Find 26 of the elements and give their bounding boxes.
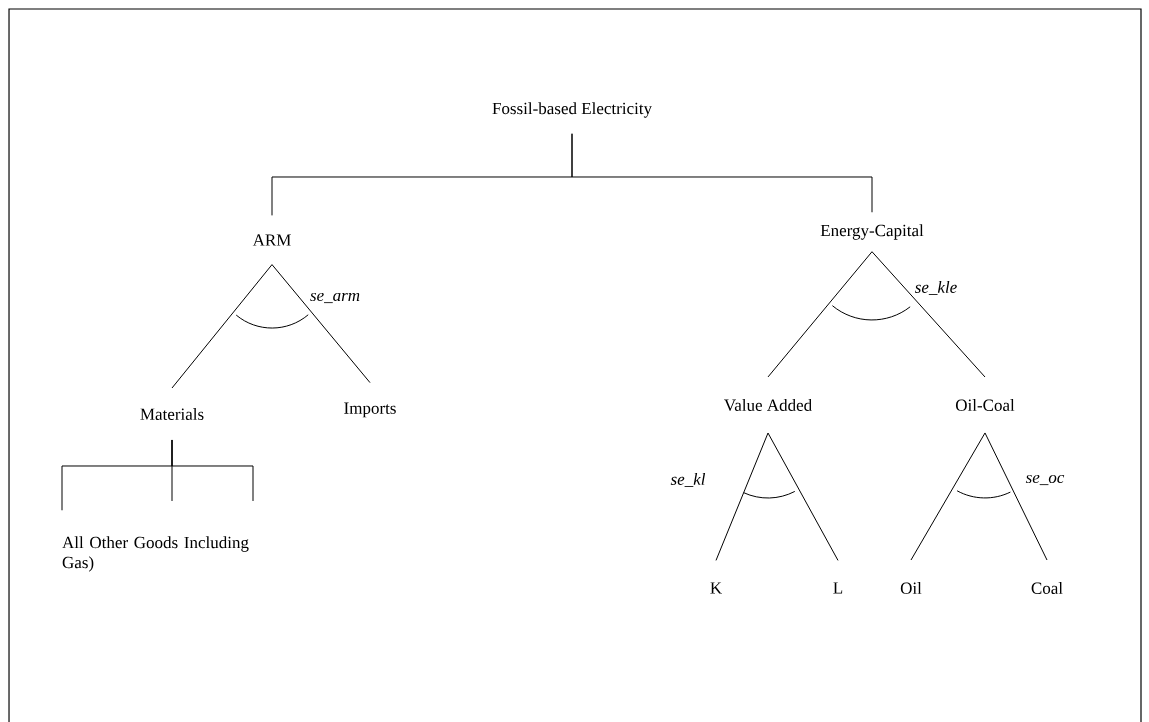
elasticity-label: se_kl (670, 473, 706, 487)
connector-line (571, 133, 873, 213)
elasticity-label: se_arm (310, 292, 360, 304)
connector-line (715, 432, 769, 561)
connector-line (767, 432, 839, 561)
connector-line (171, 264, 273, 389)
node-label: Value Added (724, 398, 812, 411)
node-label: Oil (900, 582, 922, 594)
node-label: Materials (140, 408, 204, 420)
elasticity-label: se_oc (1025, 474, 1065, 486)
node-label: Fossil-based Electricity (492, 102, 652, 118)
node-label: Oil-Coal (955, 399, 1015, 411)
node-label: Energy-Capital (820, 224, 924, 240)
connector-line (271, 264, 371, 384)
connector-line (767, 251, 873, 378)
node-label: L (833, 582, 843, 594)
elasticity-label: se_kle (914, 281, 957, 295)
node-label: K (710, 582, 722, 594)
node-label: All Other Goods Including Gas) (62, 536, 249, 572)
node-label: Imports (344, 402, 396, 418)
connector-line (871, 251, 986, 378)
connector-line (171, 439, 173, 502)
connector-line (984, 432, 1048, 561)
node-label: Coal (1031, 582, 1063, 594)
connector-line (910, 432, 986, 561)
node-label: ARM (252, 234, 291, 246)
